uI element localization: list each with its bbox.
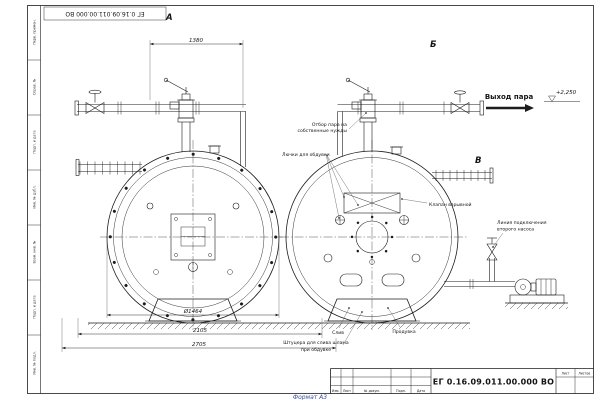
feed-pump-unit — [444, 237, 565, 304]
sheets-label: Листов — [578, 372, 590, 376]
steam-flow-arrowhead — [525, 104, 534, 112]
margin-label: Подп. и дата — [33, 130, 37, 153]
nozzle — [369, 259, 375, 265]
margin-label: Перв. примен. — [33, 19, 37, 44]
margin-label: Подп. и дата — [33, 295, 37, 318]
dimension-length-mid: 2105 — [77, 318, 323, 338]
nozzle — [411, 253, 421, 263]
callout-sludge-fittings: Штуцера для слива шлама при обдувке — [283, 311, 363, 353]
rear-gauge-column — [432, 167, 494, 184]
dimension-top-width: 1380 — [149, 38, 244, 108]
title-col-list: Лист — [343, 389, 351, 393]
dimension-value: 2105 — [193, 328, 207, 334]
manhole — [350, 215, 394, 259]
globe-valve-icon — [450, 90, 470, 115]
margin-label: Взам. инв. № — [33, 240, 37, 263]
dimension-diameter: Ø1464 — [106, 241, 280, 318]
blowoff-hatch-panel — [343, 192, 401, 214]
boiler-rear-view — [280, 140, 468, 330]
top-stamp: ЕГ 0.16.09.011.00.000 ВО — [43, 6, 167, 21]
top-stamp-text: ЕГ 0.16.09.011.00.000 ВО — [65, 10, 145, 17]
callout-drain: Слив — [332, 307, 350, 336]
front-view-piping — [74, 89, 246, 176]
shutoff-valve-icon — [486, 237, 498, 261]
callout-own-needs: Отбор пара на собственные нужды — [298, 112, 367, 134]
capped-nozzle — [390, 146, 403, 155]
format-note: Формат А3 — [293, 394, 327, 400]
callout-blow-hatches: Лючки для обдувки — [282, 152, 359, 219]
callout-text: Клапан взрывной — [429, 201, 472, 208]
dimension-value: 1380 — [189, 38, 203, 44]
safety-valve-icon — [345, 77, 378, 153]
callout-explosion-valve: Клапан взрывной — [401, 198, 472, 208]
document-number: ЕГ 0.16.09.011.00.000 ВО — [433, 378, 554, 387]
title-col-podp: Подп. — [396, 389, 406, 393]
nozzle — [399, 215, 409, 225]
view-label-v: В — [475, 156, 481, 166]
callout-pump-line: Линия подключения второго насоса — [492, 220, 547, 248]
callout-text: Слив — [332, 330, 344, 336]
handhole — [339, 273, 363, 287]
nozzle — [227, 269, 233, 275]
sheet-frame: Перв. примен. Справ. № Подп. и дата Инв.… — [27, 5, 594, 394]
margin-label: Инв. № дубл. — [33, 185, 37, 208]
elevation-mark: +2,250 — [544, 90, 580, 102]
steam-outlet-label: Выход пара — [485, 93, 534, 101]
callout-blowdown: Продувка — [387, 307, 416, 335]
margin-label: Справ. № — [33, 78, 37, 95]
callout-text: второго насоса — [497, 228, 534, 233]
steam-outlet-piping: Выход пара +2,250 — [337, 90, 580, 156]
elevation-value: +2,250 — [556, 90, 577, 96]
handhole — [381, 273, 405, 287]
callout-text: при обдувке — [301, 347, 331, 353]
nozzle — [232, 202, 240, 210]
support-saddle — [145, 298, 241, 322]
callout-text: Продувка — [392, 329, 416, 335]
title-col-doc: № докум. — [364, 389, 380, 393]
boiler-front-view — [100, 140, 286, 330]
globe-valve-icon — [85, 89, 105, 115]
sheet-label: Лист — [561, 372, 569, 376]
flange-bolt-ring — [108, 152, 278, 322]
callout-text: собственные нужды — [298, 128, 348, 134]
margin-label: Инв. № подл. — [33, 351, 37, 374]
callout-text: Линия подключения — [497, 220, 547, 226]
burner-plate — [170, 213, 216, 272]
view-label-b: Б — [430, 40, 437, 50]
callout-text: Лючки для обдувки — [282, 152, 330, 158]
dimension-value: 2705 — [192, 342, 206, 348]
gauge-column — [75, 159, 142, 176]
dimension-length-total: 2705 — [61, 318, 337, 352]
dimension-value: Ø1464 — [183, 308, 203, 315]
safety-valve-icon — [163, 77, 196, 153]
title-col-izm: Изм. — [332, 389, 340, 393]
nozzle — [153, 269, 159, 275]
nozzle — [335, 215, 345, 225]
view-label-a: А — [165, 13, 173, 23]
nozzle — [323, 253, 333, 263]
callout-text: Штуцера для слива шлама — [283, 340, 349, 346]
capped-nozzle — [208, 145, 221, 154]
callout-text: Отбор пара на — [312, 122, 347, 128]
pump-base — [509, 294, 565, 304]
title-col-data: Дата — [417, 389, 425, 393]
pump-body — [514, 278, 532, 296]
support-saddle — [324, 298, 420, 322]
nozzle — [146, 202, 154, 210]
coupling — [530, 282, 537, 292]
title-block: Изм. Лист № докум. Подп. Дата ЕГ 0.16.09… — [330, 368, 594, 394]
